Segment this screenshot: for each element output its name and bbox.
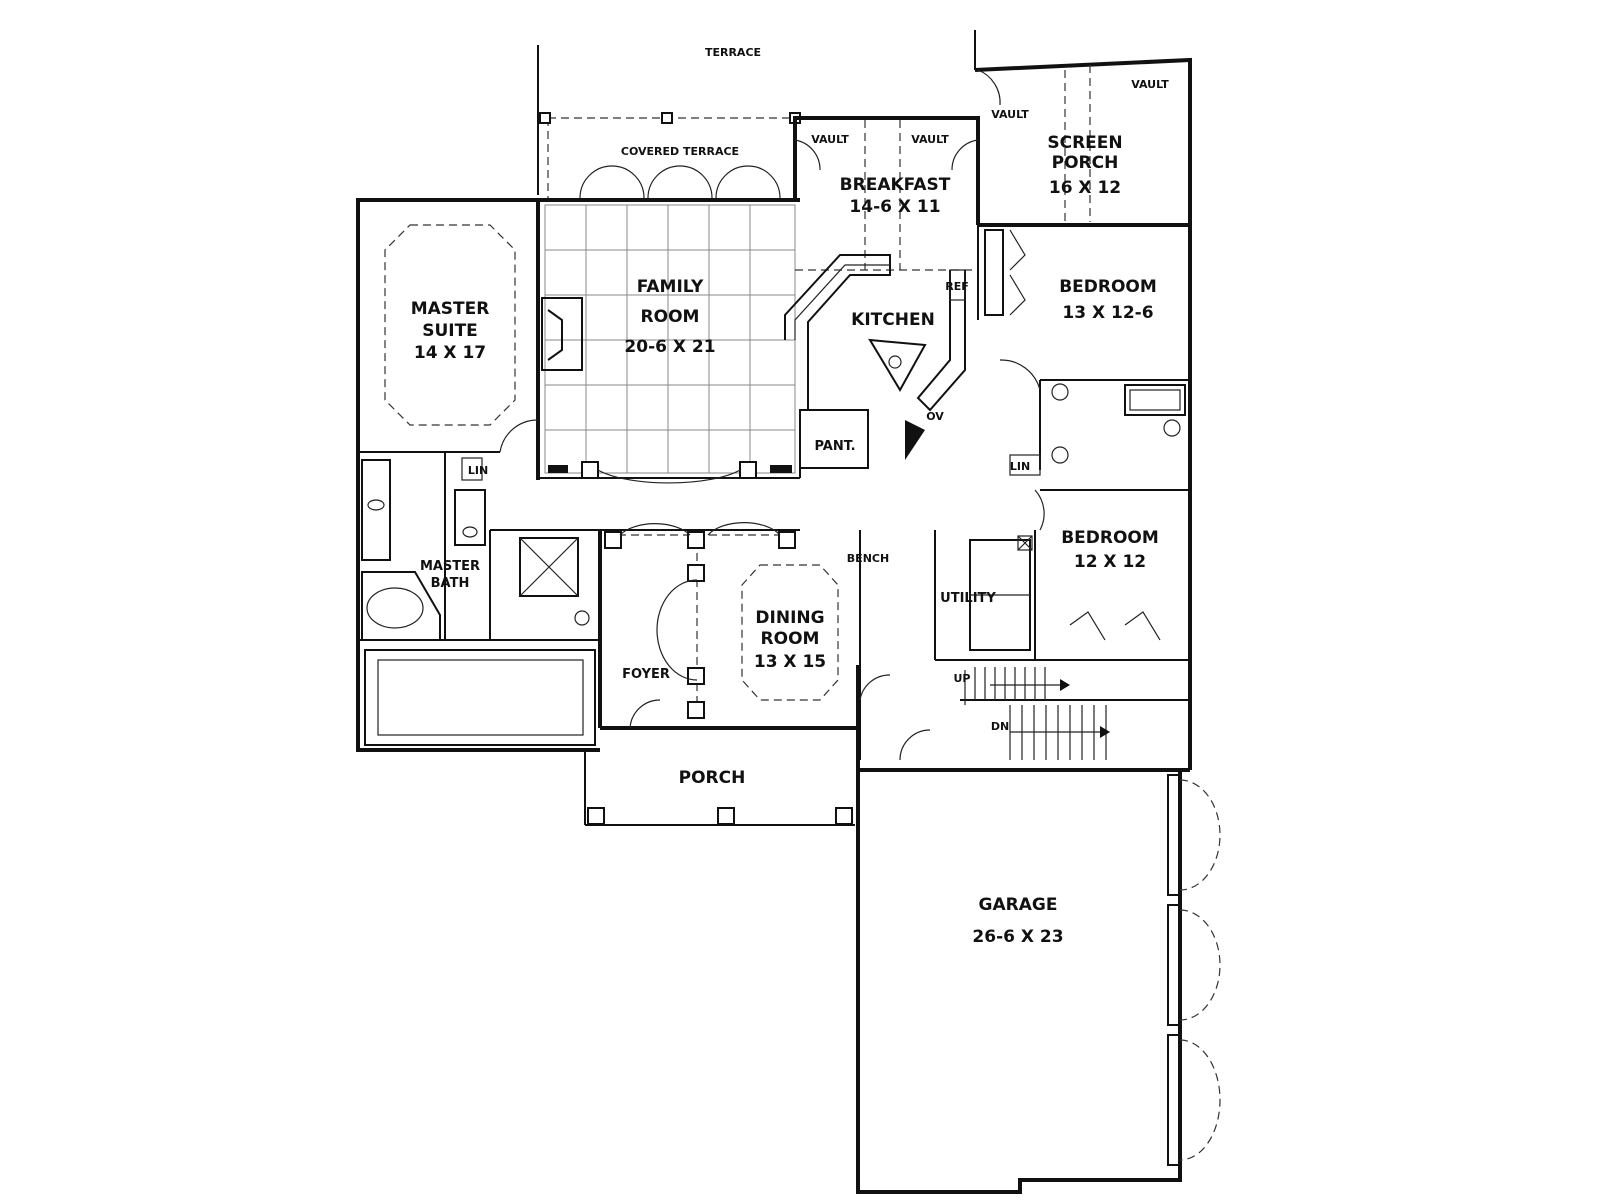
utility-label: UTILITY xyxy=(940,591,996,606)
master-suite-label-2: SUITE xyxy=(422,321,478,341)
garage-label: GARAGE xyxy=(979,895,1058,915)
breakfast-vault xyxy=(795,65,1091,271)
family-room-label-1: FAMILY xyxy=(637,277,704,297)
bedroom2-label: BEDROOM xyxy=(1061,528,1159,548)
dining-room-label-2: ROOM xyxy=(761,629,820,649)
porch-label: PORCH xyxy=(679,768,746,788)
refrigerator-label: REF xyxy=(945,280,969,293)
bedroom2-dimensions: 12 X 12 xyxy=(1074,552,1146,572)
family-room-dimensions: 20-6 X 21 xyxy=(624,337,715,357)
exterior-walls xyxy=(356,57,1192,1194)
terrace-label: TERRACE xyxy=(705,46,761,59)
master-bath-label-1: MASTER xyxy=(420,559,480,574)
kitchen-label: KITCHEN xyxy=(851,310,935,330)
linen-label-1: LIN xyxy=(468,464,488,477)
vault-label-4: VAULT xyxy=(1131,78,1169,91)
dining-room-label-1: DINING xyxy=(755,608,824,628)
utility-fixtures xyxy=(969,535,1033,651)
stairs-up-label: UP xyxy=(954,672,971,685)
bedroom1-dimensions: 13 X 12-6 xyxy=(1062,303,1153,323)
covered-terrace-label: COVERED TERRACE xyxy=(621,145,739,158)
dining-room-features xyxy=(604,522,839,720)
linen-label-2: LIN xyxy=(1010,460,1030,473)
vault-label-2: VAULT xyxy=(911,133,949,146)
breakfast-dimensions: 14-6 X 11 xyxy=(849,197,940,217)
bedroom1-label: BEDROOM xyxy=(1059,277,1157,297)
hall-bath-fixtures xyxy=(1009,383,1186,476)
breakfast-label: BREAKFAST xyxy=(840,175,951,195)
screen-porch-label-1: SCREEN xyxy=(1047,133,1122,153)
vault-label-3: VAULT xyxy=(991,108,1029,121)
door-swings xyxy=(499,69,1045,761)
pantry-label: PANT. xyxy=(814,439,855,454)
bedroom-closets xyxy=(984,229,1161,641)
fireplace xyxy=(541,297,583,371)
oven-label: OV xyxy=(926,410,944,423)
stairs-down-label: DN xyxy=(991,720,1009,733)
kitchen-counters xyxy=(784,254,966,469)
master-bath-label-2: BATH xyxy=(431,576,470,591)
master-bath-fixtures xyxy=(361,457,596,746)
master-suite-label-1: MASTER xyxy=(411,299,490,319)
bench-label: BENCH xyxy=(847,552,889,565)
master-suite-tray-ceiling xyxy=(384,224,516,426)
screen-porch-dimensions: 16 X 12 xyxy=(1049,178,1121,198)
front-porch xyxy=(584,750,855,826)
foyer-label: FOYER xyxy=(622,667,670,682)
screen-porch-label-2: PORCH xyxy=(1052,153,1119,173)
master-suite-dimensions: 14 X 17 xyxy=(414,343,486,363)
dining-room-dimensions: 13 X 15 xyxy=(754,652,826,672)
garage-doors xyxy=(1167,774,1221,1166)
stairs xyxy=(964,667,1110,760)
family-room-label-2: ROOM xyxy=(641,307,700,327)
garage-dimensions: 26-6 X 23 xyxy=(972,927,1063,947)
family-room-ceiling-grid xyxy=(544,204,796,484)
terrace-area xyxy=(537,30,976,199)
vault-label-1: VAULT xyxy=(811,133,849,146)
